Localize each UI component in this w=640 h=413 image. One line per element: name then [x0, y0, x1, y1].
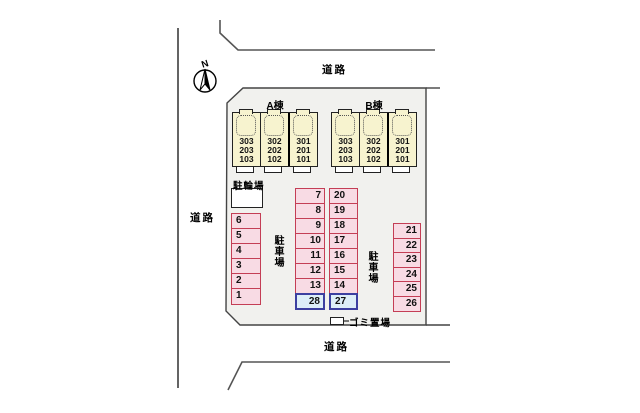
entrance-porch	[363, 166, 381, 173]
parking-space: 26	[393, 295, 421, 312]
unit-number: 202	[267, 145, 282, 155]
balcony-outline	[236, 115, 256, 136]
unit-number: 302	[366, 136, 381, 146]
parking-space: 10	[295, 233, 325, 250]
parking-space: 9	[295, 218, 325, 235]
bicycle-parking-area	[231, 188, 263, 208]
compass-north-icon: N	[193, 58, 217, 93]
parking-lot-label-left: 駐車場	[272, 235, 283, 268]
unit-number: 101	[395, 154, 410, 164]
parking-space: 1	[231, 288, 261, 305]
bicycle-parking-label: 駐輪場	[233, 181, 265, 192]
unit-number: 202	[366, 145, 381, 155]
balcony-outline	[363, 115, 383, 136]
road-label-left: 道路	[190, 212, 215, 224]
unit-number: 101	[296, 154, 311, 164]
roof-tab	[267, 109, 281, 114]
unit-number: 301	[296, 136, 311, 146]
entrance-porch	[335, 166, 353, 173]
unit-number: 201	[395, 145, 410, 155]
entrance-porch	[293, 166, 311, 173]
garbage-area-box	[330, 317, 344, 325]
unit-number: 103	[338, 154, 353, 164]
unit-number: 303	[338, 136, 353, 146]
building-name: B棟	[365, 101, 383, 112]
unit-number: 203	[338, 145, 353, 155]
parking-lot-label-right: 駐車場	[366, 251, 377, 284]
garbage-area-label: ゴミ置場	[349, 318, 392, 329]
road-line-bottom	[227, 361, 450, 391]
unit-number: 203	[239, 145, 254, 155]
parking-space: 6	[231, 213, 261, 230]
parking-space: 24	[393, 266, 421, 283]
compass-n-label: N	[200, 58, 210, 71]
balcony-outline	[293, 115, 313, 136]
roof-tab	[366, 109, 380, 114]
parking-space: 28	[295, 293, 325, 310]
entrance-porch	[264, 166, 282, 173]
roof-tab	[239, 109, 253, 114]
balcony-outline	[264, 115, 284, 136]
unit-number: 103	[239, 154, 254, 164]
balcony-outline	[392, 115, 412, 136]
roof-tab	[296, 109, 310, 114]
unit-number: 303	[239, 136, 254, 146]
unit-number: 201	[296, 145, 311, 155]
entrance-porch	[236, 166, 254, 173]
road-label-top: 道路	[322, 64, 347, 76]
entrance-porch	[392, 166, 410, 173]
unit-number: 302	[267, 136, 282, 146]
unit-number: 301	[395, 136, 410, 146]
road-label-bottom: 道路	[324, 341, 349, 353]
parking-space: 27	[329, 293, 358, 310]
road-line-top	[219, 20, 435, 51]
balcony-outline	[335, 115, 355, 136]
roof-tab	[395, 109, 409, 114]
roof-tab	[338, 109, 352, 114]
unit-number: 102	[366, 154, 381, 164]
building-name: A棟	[266, 101, 284, 112]
unit-number: 102	[267, 154, 282, 164]
